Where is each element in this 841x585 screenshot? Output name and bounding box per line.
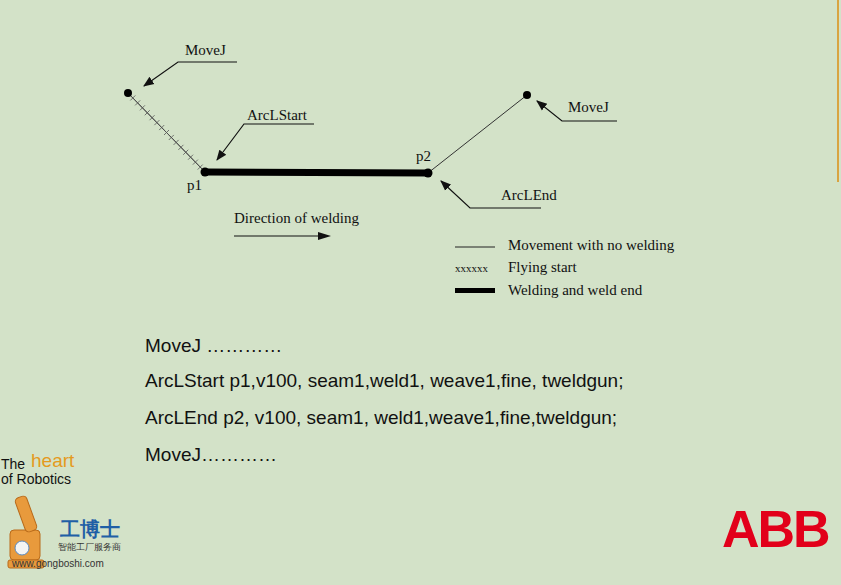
hatch-mark [145,110,150,115]
movement-path [428,95,527,173]
website: www.gongboshi.com [12,558,104,570]
weld-seam [205,172,428,173]
callout-label: MoveJ [185,42,226,59]
robot-body [10,530,40,560]
hatch-mark [193,160,198,165]
hatch-mark [135,100,140,105]
end-point [523,91,531,99]
point-p1 [201,168,210,177]
flying-start-path [128,93,205,172]
callout-label: ArcLEnd [501,187,557,204]
robot-arm [14,495,38,533]
point-label: p2 [416,148,431,165]
brand-name: 工博士 [60,518,120,541]
logo-text: heart [31,450,74,472]
callout-label: MoveJ [568,99,609,116]
flying-start-hatch [130,95,202,169]
legend-sample-line [455,247,495,248]
hatch-mark [188,155,193,160]
callout-label: ArcLStart [247,107,307,124]
hatch-mark [174,140,179,145]
legend-text: Movement with no welding [508,237,674,254]
point-label: p1 [187,177,202,194]
direction-arrowhead [318,232,331,240]
leader-line [217,124,314,160]
hatch-mark [130,95,135,100]
point-p2 [424,169,433,178]
hatch-mark [178,145,183,150]
robot-face [15,541,29,555]
direction-label: Direction of welding [234,210,359,227]
edge-stripe [837,0,839,182]
hatch-mark [140,105,145,110]
code-line: MoveJ………… [145,444,277,466]
logo-text: of Robotics [1,471,71,487]
code-line: ArcLStart p1,v100, seam1,weld1, weave1,f… [145,370,623,392]
logo-text: The [1,456,25,472]
legend-sample-bar [455,288,495,293]
direction-arrow [234,235,320,236]
abb-logo: ABB [722,500,829,560]
legend-text: Flying start [508,259,577,276]
hatch-mark [150,115,155,120]
brand-slogan: 智能工厂服务商 [58,542,121,552]
start-point [124,89,132,97]
hatch-mark [183,150,188,155]
robot-logo [8,495,44,568]
legend-text: Welding and weld end [508,282,642,299]
leader-line [144,62,237,86]
hatch-mark [159,125,164,130]
hatch-mark [169,135,174,140]
hatch-mark [164,130,169,135]
code-line: ArcLEnd p2, v100, seam1, weld1,weave1,fi… [145,407,617,429]
code-line: MoveJ ………… [145,335,282,357]
legend-sample-text: xxxxxx [455,262,488,275]
hatch-mark [154,120,159,125]
